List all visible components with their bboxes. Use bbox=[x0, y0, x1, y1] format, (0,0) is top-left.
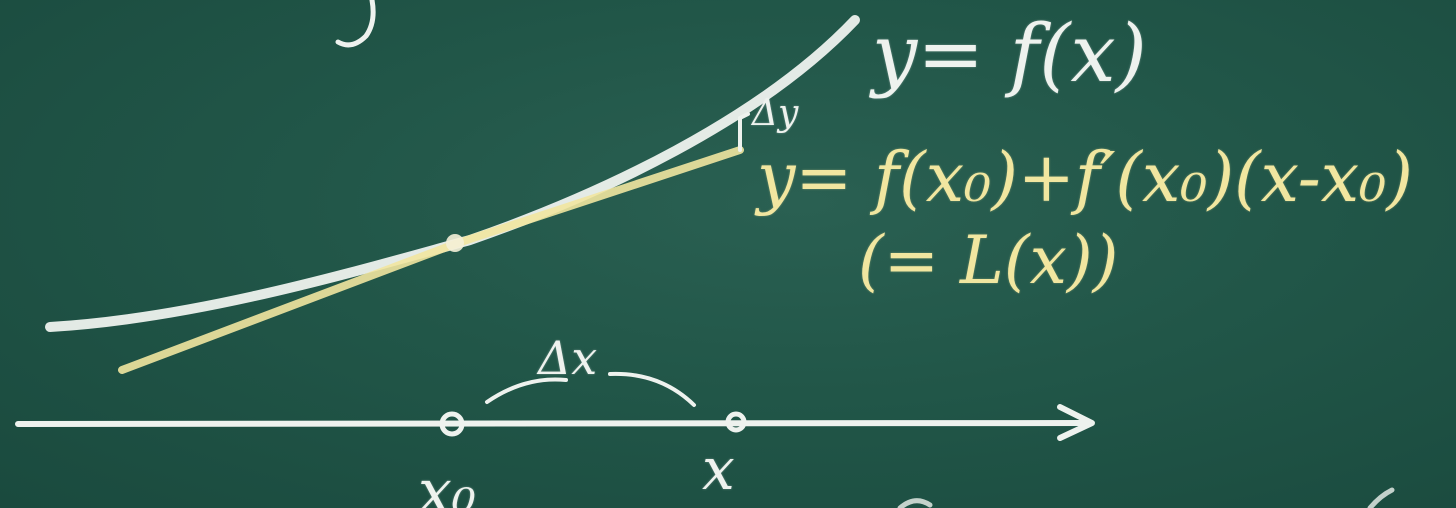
chalk-fragment bbox=[335, 0, 376, 48]
delta-y-marker bbox=[738, 112, 750, 152]
linearization-label: (= L(x)) bbox=[858, 222, 1119, 299]
x-label: x bbox=[702, 435, 735, 503]
x0-point bbox=[439, 411, 465, 437]
delta-x-label: Δx bbox=[538, 331, 598, 385]
arrow-head-icon bbox=[1057, 404, 1095, 441]
x-point bbox=[725, 411, 747, 433]
x0-label: x₀ bbox=[418, 457, 476, 508]
delta-x-brace bbox=[485, 371, 696, 407]
number-line bbox=[15, 420, 1088, 427]
tangent-line bbox=[118, 146, 744, 374]
tangent-equation: y= f(x₀)+f′(x₀)(x-x₀) bbox=[757, 139, 1413, 218]
tangency-point bbox=[446, 234, 464, 252]
curve-f bbox=[45, 15, 860, 332]
curve-label: y= f(x) bbox=[872, 7, 1147, 100]
chalk-fragment-bottom bbox=[897, 487, 1395, 508]
delta-y-label: Δy bbox=[752, 93, 799, 134]
